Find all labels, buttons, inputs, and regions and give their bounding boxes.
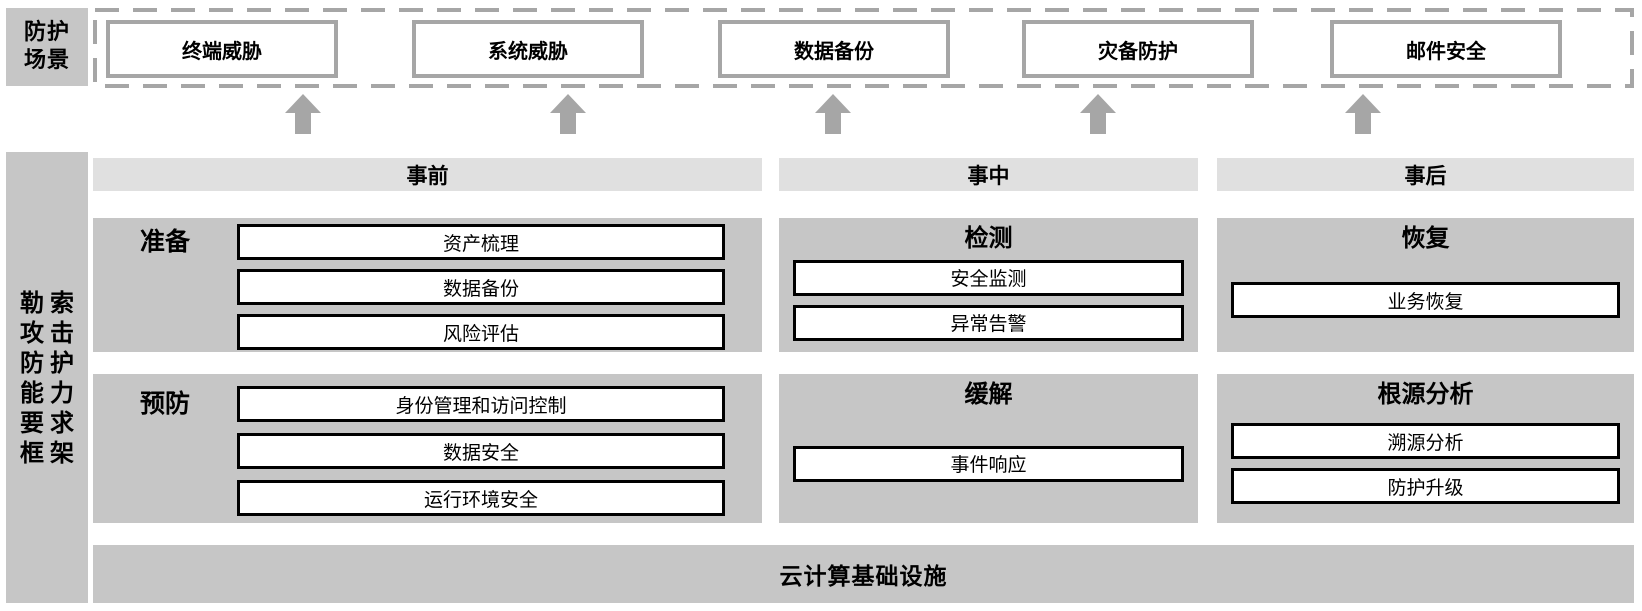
infrastructure-bar: 云计算基础设施 (93, 545, 1634, 603)
scenario-label: 灾备防护 (1098, 38, 1178, 63)
group-title: 根源分析 (1377, 380, 1474, 408)
group-title: 预防 (139, 389, 190, 418)
group-root-cause-analysis: 根源分析 溯源分析 防护升级 (1217, 374, 1634, 523)
capability-item-runtime-security: 运行环境安全 (237, 480, 725, 516)
scenario-label: 系统威胁 (488, 38, 568, 63)
framework-title-vertical: 勒索 攻击 防护 能力 要求 框架 (6, 152, 88, 603)
group-items: 安全监测 异常告警 (793, 254, 1184, 352)
arrow-up-icon (815, 94, 851, 134)
capability-item-anomaly-alert: 异常告警 (793, 304, 1184, 341)
scenario-box-email-security: 邮件安全 (1330, 20, 1562, 78)
group-recover: 恢复 业务恢复 (1217, 218, 1634, 352)
scenario-box-terminal-threat: 终端威胁 (106, 20, 338, 78)
arrow-up-icon (1080, 94, 1116, 134)
protection-scenarios-label-line: 防护 (23, 20, 70, 45)
group-prepare: 准备 资产梳理 数据备份 风险评估 (93, 218, 762, 352)
capability-item-data-backup: 数据备份 (237, 269, 725, 305)
capability-item-protection-upgrade: 防护升级 (1231, 468, 1620, 504)
framework-title-line: 要求 (20, 408, 80, 437)
scenario-box-data-backup: 数据备份 (718, 20, 950, 78)
group-items: 业务恢复 (1231, 254, 1620, 352)
column-header-after: 事后 (1217, 158, 1634, 191)
arrow-up-icon (550, 94, 586, 134)
group-items: 身份管理和访问控制 数据安全 运行环境安全 (237, 374, 725, 516)
capability-item-data-security: 数据安全 (237, 433, 725, 469)
framework-title-line: 能力 (20, 378, 80, 407)
capability-item-asset-inventory: 资产梳理 (237, 224, 725, 260)
group-items: 溯源分析 防护升级 (1231, 410, 1620, 523)
scenario-box-system-threat: 系统威胁 (412, 20, 644, 78)
scenario-label: 邮件安全 (1406, 38, 1486, 63)
protection-scenarios-container (93, 8, 1634, 88)
column-header-during: 事中 (779, 158, 1198, 191)
protection-scenarios-label: 防护 场景 (6, 8, 88, 86)
scenario-box-disaster-recovery: 灾备防护 (1022, 20, 1254, 78)
arrow-up-icon (285, 94, 321, 134)
group-items: 资产梳理 数据备份 风险评估 (237, 218, 725, 350)
protection-scenarios-label-line: 场景 (23, 48, 70, 73)
capability-item-security-monitoring: 安全监测 (793, 259, 1184, 296)
group-detect: 检测 安全监测 异常告警 (779, 218, 1198, 352)
group-title: 恢复 (1401, 224, 1450, 252)
arrow-up-icon (1345, 94, 1381, 134)
group-mitigate: 缓解 事件响应 (779, 374, 1198, 523)
framework-title-line: 防护 (20, 348, 80, 377)
group-items: 事件响应 (793, 410, 1184, 523)
group-prevent: 预防 身份管理和访问控制 数据安全 运行环境安全 (93, 374, 762, 523)
capability-item-business-recovery: 业务恢复 (1231, 282, 1620, 318)
scenario-label: 终端威胁 (182, 38, 262, 63)
column-header-before: 事前 (93, 158, 762, 191)
capability-item-trace-analysis: 溯源分析 (1231, 423, 1620, 459)
group-title: 缓解 (964, 380, 1013, 408)
capability-item-risk-assessment: 风险评估 (237, 314, 725, 350)
framework-title-line: 勒索 (20, 288, 80, 317)
framework-title-line: 攻击 (20, 318, 80, 347)
scenario-label: 数据备份 (794, 38, 874, 63)
group-title: 准备 (139, 227, 190, 256)
group-title: 检测 (964, 224, 1013, 252)
framework-title-line: 框架 (20, 438, 80, 467)
capability-item-incident-response: 事件响应 (793, 445, 1184, 482)
capability-item-identity-access-control: 身份管理和访问控制 (237, 386, 725, 422)
dashed-border (93, 8, 1634, 88)
